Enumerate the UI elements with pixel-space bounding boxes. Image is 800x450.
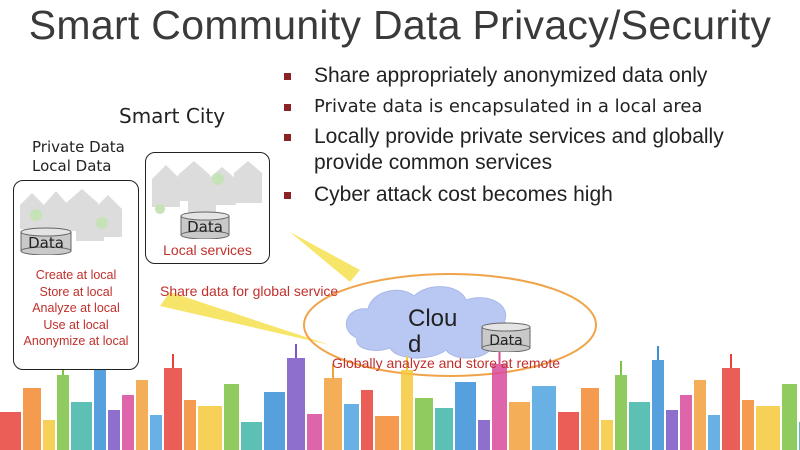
- cloud-icon: [346, 286, 513, 359]
- skyline-building: [415, 398, 433, 450]
- skyline-building: [0, 412, 21, 450]
- skyline-building: [509, 402, 530, 450]
- skyline-building: [361, 390, 373, 450]
- skyline-building: [652, 360, 664, 450]
- skyline-building: [324, 378, 342, 450]
- database-label: Data: [489, 333, 523, 349]
- action-item: Anonymize at local: [23, 334, 129, 348]
- action-item: Create at local: [35, 268, 117, 282]
- skyline-building: [184, 400, 196, 450]
- skyline-building: [241, 422, 262, 450]
- city-skyline-icon: [0, 344, 800, 450]
- action-item: Analyze at local: [32, 301, 120, 315]
- skyline-building: [435, 408, 453, 450]
- skyline-building: [581, 388, 599, 450]
- skyline-building: [666, 410, 678, 450]
- houses-icon: [152, 161, 262, 215]
- city-database-icon: Data: [180, 211, 230, 239]
- action-item: Use at local: [43, 317, 109, 332]
- skyline-building: [629, 402, 650, 450]
- skyline-building: [108, 410, 120, 450]
- skyline-building: [344, 404, 359, 450]
- bullet-text: Share appropriately anonymized data only: [314, 64, 708, 87]
- bullet-text: Locally provide private services and glo…: [314, 125, 724, 174]
- skyline-spire: [498, 350, 501, 364]
- skyline-building: [742, 400, 754, 450]
- skyline-building: [708, 415, 720, 450]
- bullet-text: Private data is encapsulated in a local …: [314, 96, 703, 117]
- skyline-building: [680, 395, 692, 450]
- skyline-building: [615, 375, 627, 450]
- skyline-building: [782, 384, 797, 450]
- skyline-spire: [172, 354, 174, 368]
- arrow-local-to-cloud: [160, 292, 330, 345]
- skyline-building: [198, 406, 222, 450]
- skyline-building: [94, 360, 106, 450]
- skyline-building: [264, 392, 285, 450]
- skyline-building: [287, 358, 305, 450]
- skyline-building: [756, 406, 780, 450]
- skyline-building: [164, 368, 182, 450]
- skyline-building: [455, 382, 476, 450]
- skyline-building: [122, 395, 134, 450]
- local-data-panel: Data Create at local Store at local Anal…: [13, 180, 139, 370]
- smart-city-label: Smart City: [119, 104, 226, 128]
- bullet-square-icon: [284, 192, 291, 199]
- skyline-building: [492, 364, 507, 450]
- local-services-label: Local services: [163, 242, 252, 258]
- slide-title: Smart Community Data Privacy/Security: [28, 2, 772, 48]
- bullet-square-icon: [284, 134, 291, 141]
- skyline-building: [722, 368, 740, 450]
- skyline-building: [694, 380, 706, 450]
- skyline-building: [401, 370, 413, 450]
- skyline-building: [43, 420, 55, 450]
- skyline-spire: [332, 364, 334, 378]
- arrow-city-to-cloud: [290, 232, 360, 282]
- smart-city-panel: Data Local services: [145, 152, 270, 264]
- skyline-building: [307, 414, 322, 450]
- skyline-building: [150, 415, 162, 450]
- skyline-spire: [730, 354, 732, 368]
- skyline-building: [532, 386, 556, 450]
- skyline-building: [478, 420, 490, 450]
- database-label: Data: [187, 218, 223, 236]
- skyline-building: [136, 380, 148, 450]
- skyline-building: [57, 375, 69, 450]
- bullet-square-icon: [284, 104, 291, 111]
- skyline-building: [375, 416, 399, 450]
- cloud-ring: [303, 273, 597, 377]
- bullet-square-icon: [284, 73, 291, 80]
- cloud-caption: Globally analyze and store at remote: [332, 355, 561, 371]
- skyline-spire: [620, 361, 622, 375]
- cloud-database-icon: Data: [481, 322, 531, 352]
- local-database-icon: Data: [20, 227, 72, 255]
- local-actions-list: Create at local Store at local Analyze a…: [16, 267, 136, 350]
- skyline-spire: [406, 356, 408, 370]
- database-label: Data: [28, 234, 64, 252]
- skyline-building: [23, 388, 41, 450]
- share-data-label: Share data for global service: [160, 283, 339, 299]
- action-item: Store at local: [39, 284, 113, 299]
- skyline-spire: [657, 346, 659, 360]
- skyline-building: [601, 420, 613, 450]
- skyline-building: [71, 402, 92, 450]
- bullet-text: Cyber attack cost becomes high: [314, 183, 613, 206]
- skyline-building: [224, 384, 239, 450]
- private-data-label: Private Data: [32, 138, 125, 156]
- local-data-label: Local Data: [32, 157, 112, 175]
- skyline-building: [558, 412, 579, 450]
- cloud-label: Cloud: [408, 305, 458, 358]
- skyline-spire: [295, 344, 297, 358]
